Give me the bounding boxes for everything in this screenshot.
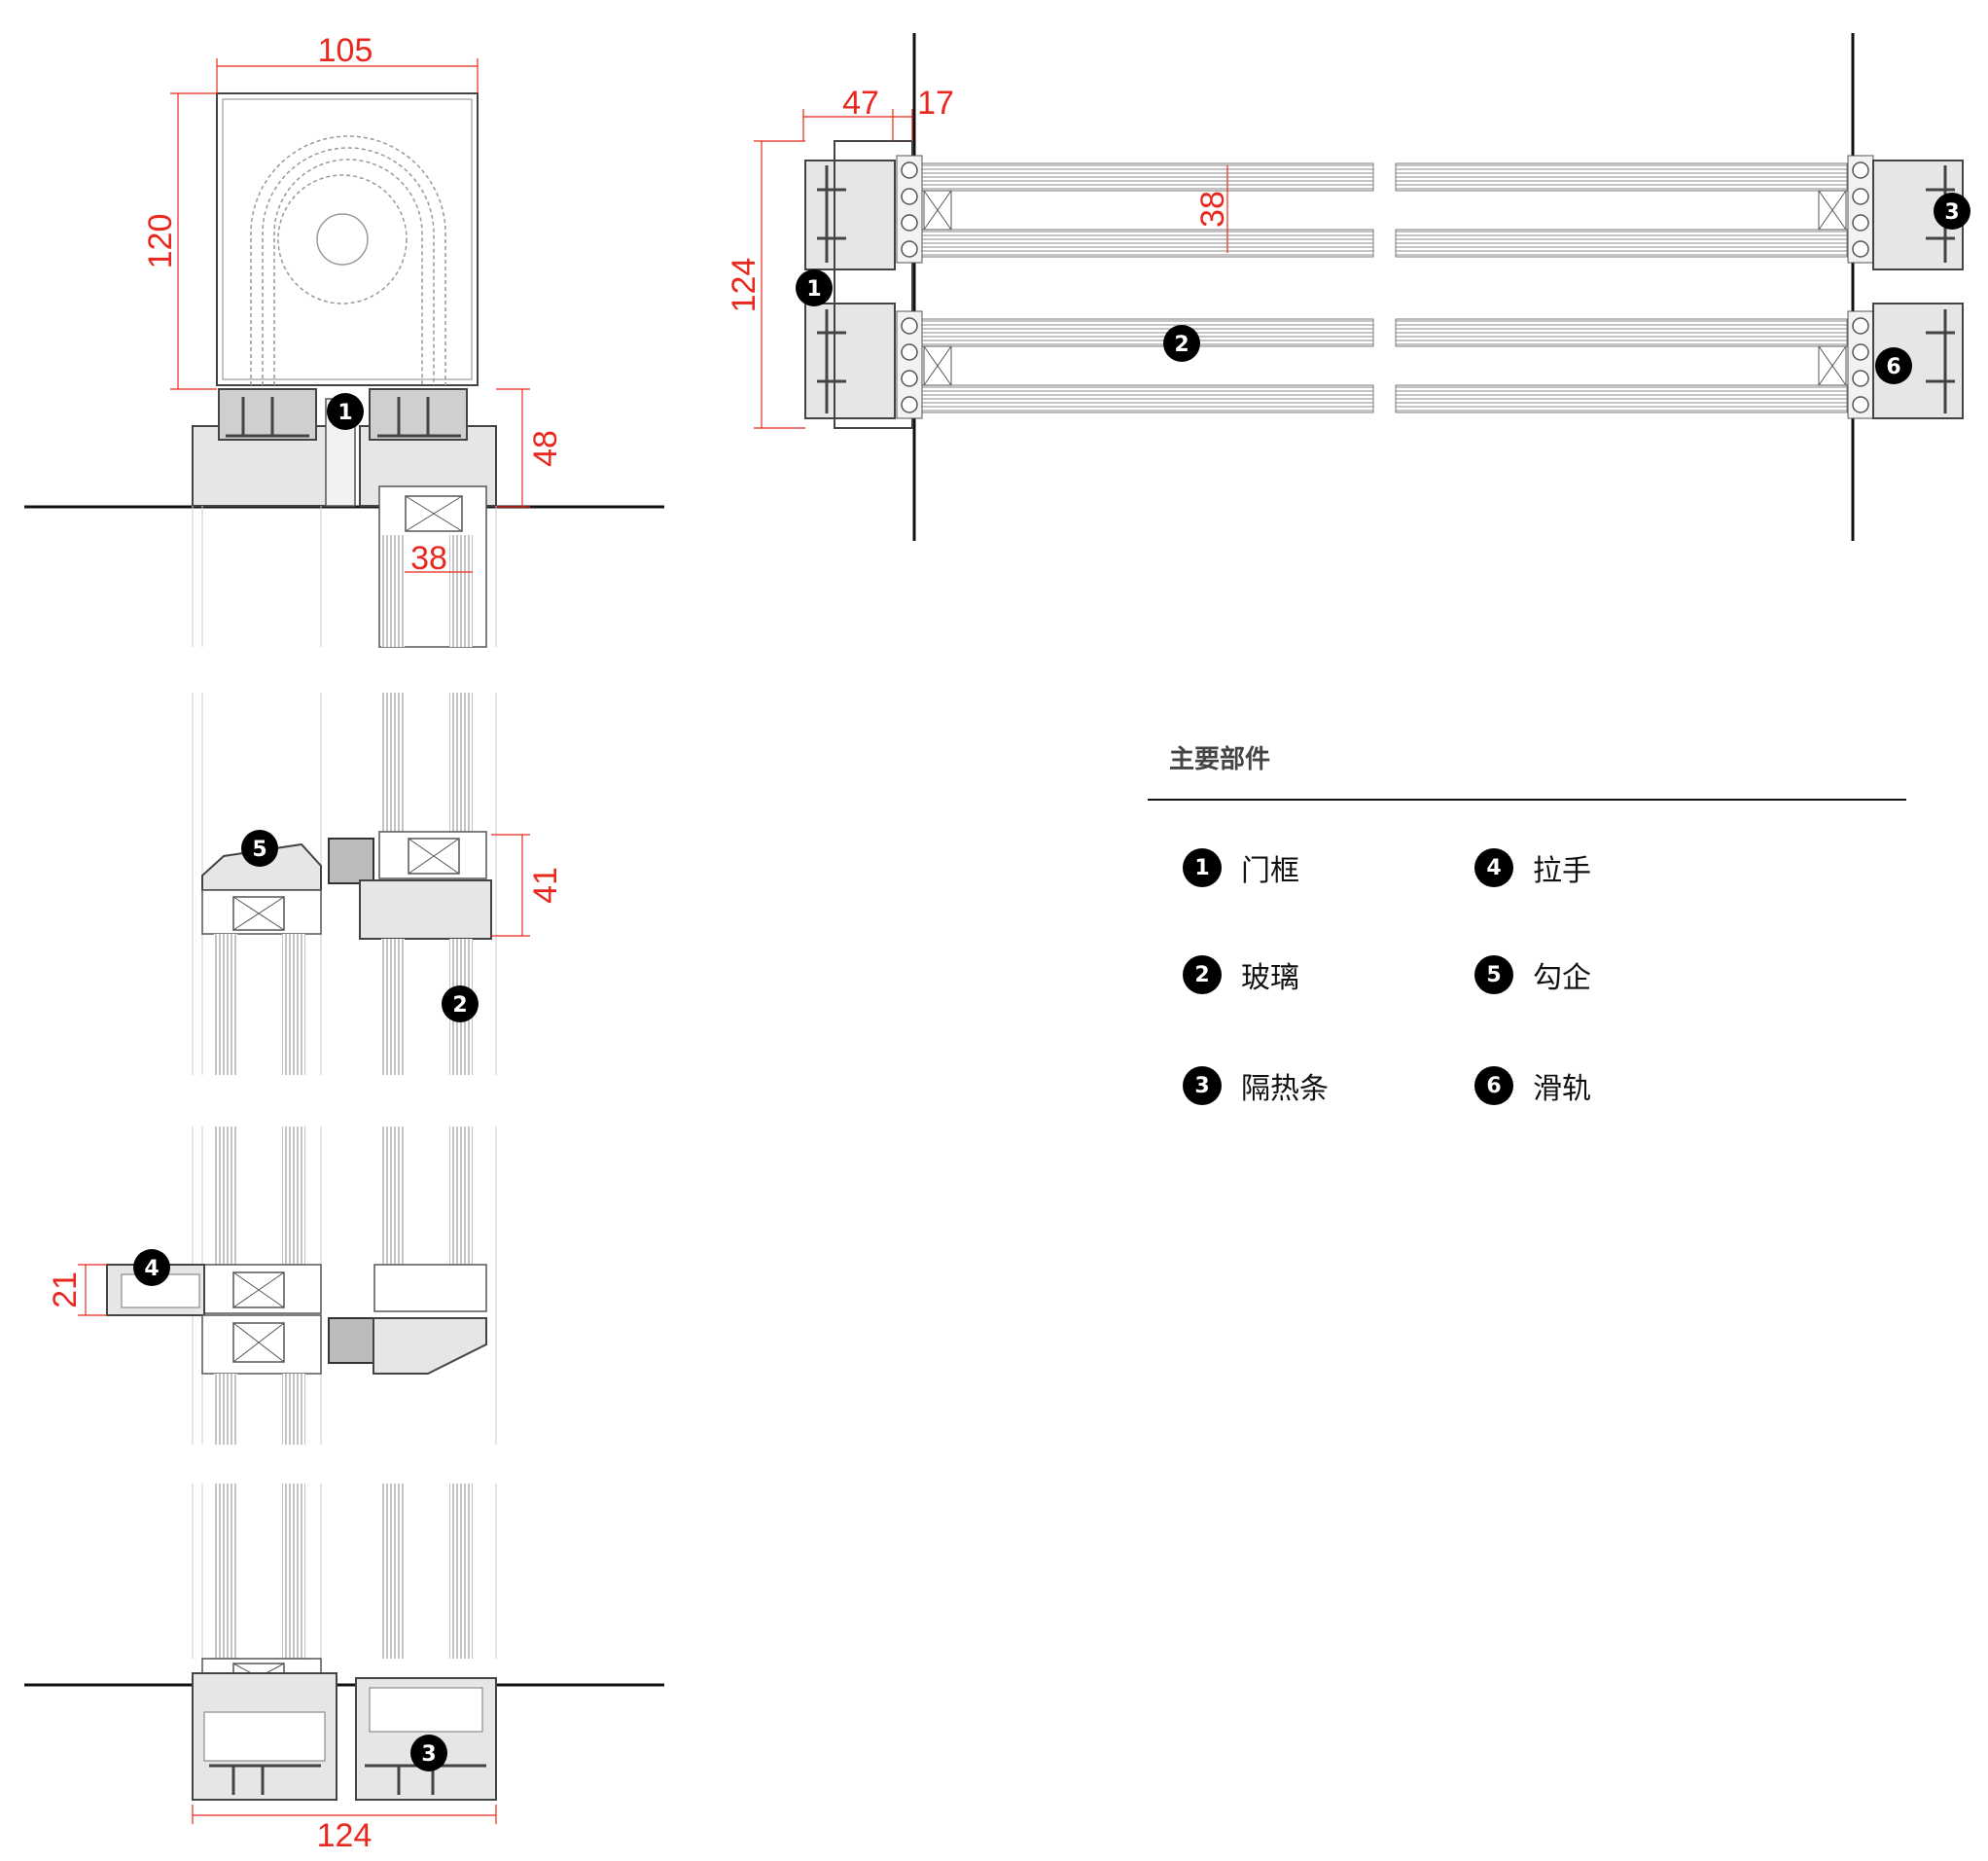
- legend-label: 滑轨: [1533, 1072, 1591, 1106]
- dim-frame-height: 48: [527, 430, 564, 467]
- section-head: [24, 92, 664, 648]
- callout-1-head: 1: [327, 393, 364, 430]
- dim-interlock: 41: [527, 867, 564, 904]
- callout-6-plan: 6: [1875, 347, 1912, 384]
- dim-plan-17: 17: [917, 85, 954, 122]
- svg-text:3: 3: [421, 1742, 436, 1767]
- legend-number: 5: [1474, 955, 1513, 994]
- callout-1-plan: 1: [796, 269, 833, 306]
- svg-text:6: 6: [1886, 355, 1900, 379]
- legend-label: 门框: [1241, 854, 1299, 888]
- section-interlock: [192, 693, 497, 1075]
- legend-number: 2: [1183, 955, 1222, 994]
- callout-2-interlock: 2: [442, 985, 479, 1022]
- dim-plan-47: 47: [842, 85, 879, 122]
- dim-top-height: 120: [142, 214, 179, 269]
- legend-label: 勾企: [1533, 961, 1591, 995]
- callout-2-plan: 2: [1163, 325, 1200, 362]
- legend-item-interlock: 5 勾企: [1474, 953, 1591, 996]
- svg-text:2: 2: [1174, 333, 1189, 357]
- svg-text:1: 1: [337, 401, 352, 425]
- svg-text:1: 1: [806, 277, 821, 302]
- svg-text:2: 2: [452, 993, 467, 1018]
- legend: 主要部件 1 门框 2 玻璃 3 隔热条 4 拉手 5 勾企 6 滑轨: [1148, 739, 1906, 1106]
- callouts: 1 5 2 4 3 1 2 3 6: [133, 193, 1970, 1772]
- legend-item-handle: 4 拉手: [1474, 846, 1591, 889]
- legend-label: 隔热条: [1241, 1072, 1329, 1106]
- legend-divider: [1148, 799, 1906, 801]
- svg-text:3: 3: [1944, 200, 1959, 225]
- plan-view: [804, 33, 1964, 541]
- dim-plan-glass: 38: [1194, 191, 1231, 228]
- callout-3-plan: 3: [1934, 193, 1970, 230]
- legend-item-glass: 2 玻璃: [1183, 953, 1299, 996]
- callout-5-interlock: 5: [241, 830, 278, 867]
- legend-item-frame: 1 门框: [1183, 846, 1299, 889]
- legend-label: 拉手: [1533, 854, 1591, 888]
- callout-3-sill: 3: [410, 1735, 447, 1772]
- dim-top-width: 105: [318, 32, 373, 69]
- dimension-lines: [78, 58, 1228, 1824]
- legend-number: 3: [1183, 1066, 1222, 1105]
- dim-sash-glass: 38: [410, 540, 447, 577]
- legend-number: 4: [1474, 848, 1513, 887]
- dim-handle: 21: [47, 1271, 84, 1308]
- section-sill: [24, 1484, 664, 1801]
- dim-bottom-width: 124: [317, 1817, 373, 1854]
- legend-item-thermal-strip: 3 隔热条: [1183, 1064, 1329, 1107]
- svg-text:5: 5: [252, 838, 266, 862]
- roller-drum: [250, 135, 446, 385]
- legend-title: 主要部件: [1169, 745, 1271, 774]
- dimension-labels: 105 120 48 38 41 21 124 124 47 17 38: [47, 32, 1231, 1854]
- legend-label: 玻璃: [1241, 961, 1299, 995]
- svg-text:4: 4: [144, 1257, 159, 1281]
- legend-number: 6: [1474, 1066, 1513, 1105]
- callout-4-handle: 4: [133, 1249, 170, 1286]
- dim-plan-width: 124: [726, 258, 763, 313]
- legend-item-track: 6 滑轨: [1474, 1064, 1591, 1107]
- legend-number: 1: [1183, 848, 1222, 887]
- section-handle: [106, 1127, 497, 1445]
